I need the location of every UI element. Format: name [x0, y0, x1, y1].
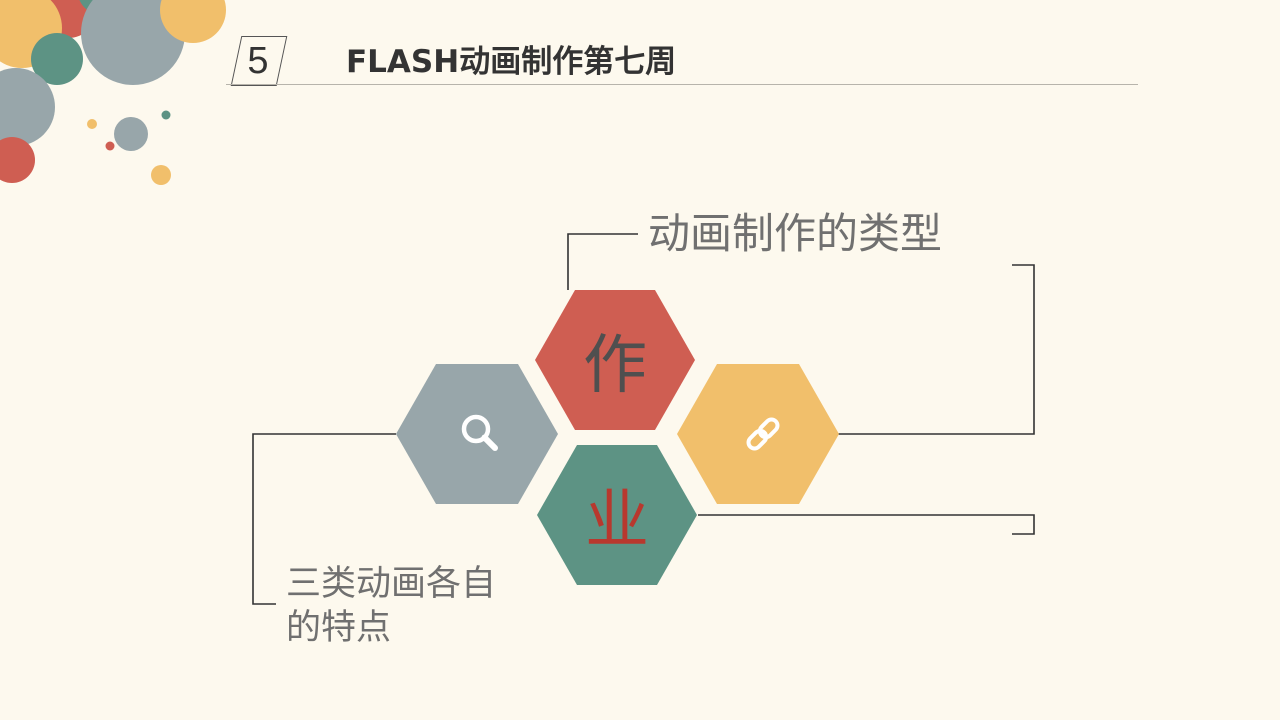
label-features-line1: 三类动画各自	[286, 564, 497, 604]
label-features-line2: 的特点	[286, 608, 392, 648]
hex-red	[535, 290, 695, 430]
link-icon	[746, 417, 780, 451]
bubble-cluster	[0, 0, 226, 185]
hex-teal	[537, 445, 697, 585]
hex-char-zuo: 作	[583, 329, 647, 403]
section-number: 5	[247, 39, 269, 82]
label-animation-features: 三类动画各自 的特点	[286, 562, 536, 650]
page-title: FLASH动画制作第七周	[346, 44, 677, 80]
label-animation-types: 动画制作的类型	[648, 209, 943, 258]
connector-lines	[252, 233, 1035, 605]
hex-char-ye: 业	[585, 484, 649, 558]
hex-yellow	[677, 364, 839, 504]
hex-gray	[396, 364, 558, 504]
search-icon	[461, 414, 498, 451]
title-divider	[226, 84, 1138, 85]
